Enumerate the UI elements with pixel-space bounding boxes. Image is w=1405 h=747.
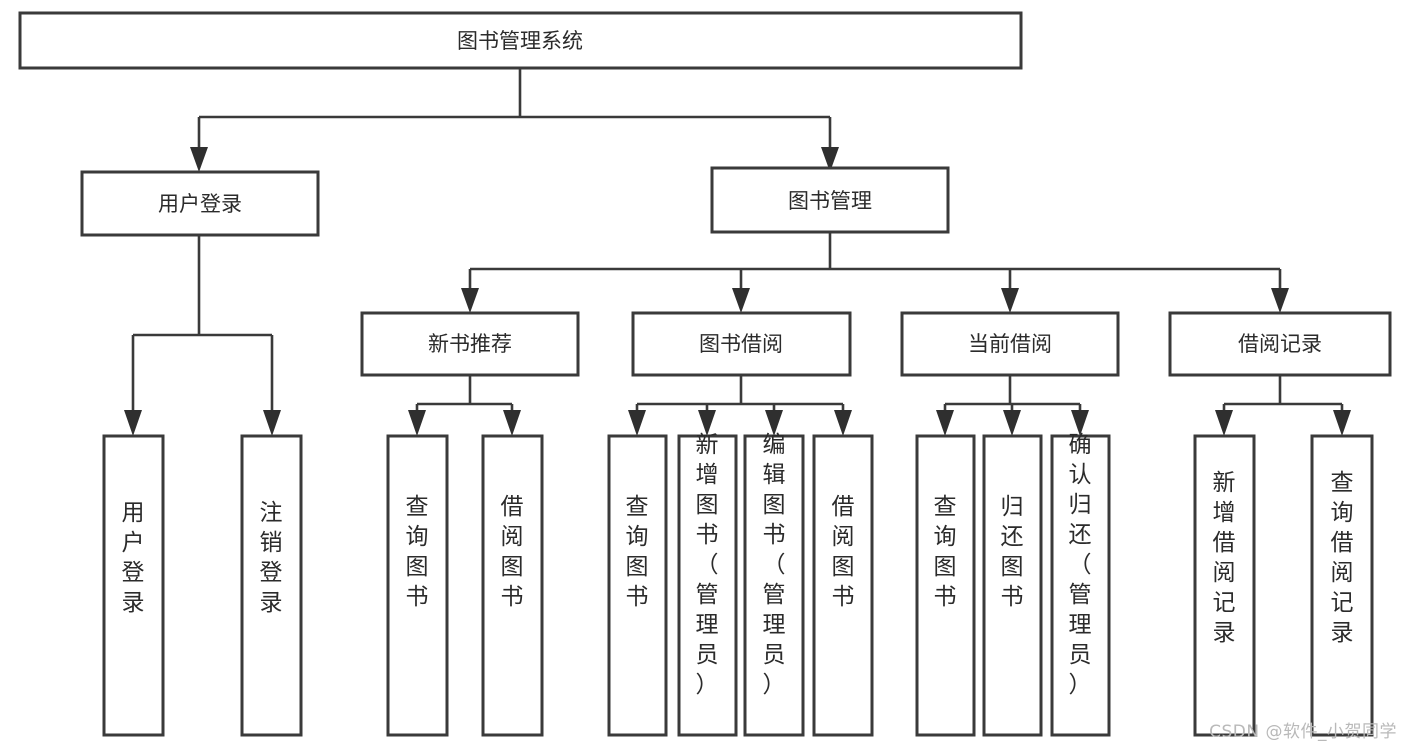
arrow-head-user-login xyxy=(190,147,208,172)
leaf-book-borrow-add[interactable]: 新增图书（管理员） xyxy=(677,432,738,737)
connector-layer xyxy=(124,68,1351,436)
arrow-head-current-borrow xyxy=(1001,288,1019,313)
leaf-user-login-logout-label: 注销登录 xyxy=(260,500,283,616)
csdn-watermark: CSDN @软件_小贺同学 xyxy=(1209,722,1397,742)
node-user-login-label: 用户登录 xyxy=(158,192,242,216)
leaf-book-borrow-edit[interactable]: 编辑图书（管理员） xyxy=(743,432,805,737)
leaf-current-borrow-query-box[interactable] xyxy=(915,434,976,737)
arrow-head-book-manage xyxy=(821,147,839,172)
arrow-head-leaf-user-login xyxy=(124,410,142,436)
arrow-head-cb-leaf-1 xyxy=(936,410,954,436)
leaf-user-login-login-label: 用户登录 xyxy=(122,500,145,616)
arrow-head-bb-leaf-1 xyxy=(628,410,646,436)
arrow-head-book-borrow xyxy=(732,288,750,313)
node-root-system-box[interactable] xyxy=(18,11,1023,70)
node-book-borrow-box[interactable] xyxy=(631,311,852,377)
leaf-current-borrow-confirm[interactable]: 确认归还（管理员） xyxy=(1050,432,1111,737)
node-new-book-recommend-box[interactable] xyxy=(360,311,580,377)
leaf-book-borrow-add-label: 新增图书（管理员） xyxy=(696,432,719,698)
leaf-book-borrow-query-label: 查询图书 xyxy=(626,494,649,610)
arrow-head-borrow-record xyxy=(1271,288,1289,313)
leaf-book-borrow-borrow-box[interactable] xyxy=(812,434,874,737)
arrow-head-bb-leaf-2 xyxy=(698,410,716,436)
node-current-borrow[interactable]: 当前借阅 xyxy=(900,311,1120,377)
node-borrow-record[interactable]: 借阅记录 xyxy=(1168,311,1392,377)
leaf-new-book-query[interactable]: 查询图书 xyxy=(386,434,449,737)
node-book-management-box[interactable] xyxy=(710,166,950,234)
node-borrow-record-box[interactable] xyxy=(1168,311,1392,377)
leaf-book-borrow-query[interactable]: 查询图书 xyxy=(607,434,668,737)
node-book-management-label: 图书管理 xyxy=(788,189,872,213)
node-borrow-record-label: 借阅记录 xyxy=(1238,332,1322,356)
arrow-head-bb-leaf-3 xyxy=(765,410,783,436)
leaf-book-borrow-borrow[interactable]: 借阅图书 xyxy=(812,434,874,737)
leaf-book-borrow-add-box[interactable] xyxy=(677,434,738,737)
leaf-current-borrow-confirm-label: 确认归还（管理员） xyxy=(1069,432,1092,698)
leaf-borrow-record-add[interactable]: 新增借阅记录 xyxy=(1193,434,1256,737)
arrow-head-leaf-logout xyxy=(263,410,281,436)
node-user-login-box[interactable] xyxy=(80,170,320,237)
leaf-current-borrow-query[interactable]: 查询图书 xyxy=(915,434,976,737)
node-root-system[interactable]: 图书管理系统 xyxy=(18,11,1023,70)
node-book-borrow-label: 图书借阅 xyxy=(699,332,783,356)
node-current-borrow-label: 当前借阅 xyxy=(968,332,1052,356)
node-user-login[interactable]: 用户登录 xyxy=(80,170,320,237)
arrow-head-new-book xyxy=(461,288,479,313)
node-current-borrow-box[interactable] xyxy=(900,311,1120,377)
leaf-borrow-record-query-label: 查询借阅记录 xyxy=(1331,470,1354,646)
leaf-user-login-login[interactable]: 用户登录 xyxy=(102,434,165,737)
leaf-borrow-record-query[interactable]: 查询借阅记录 xyxy=(1310,434,1374,737)
leaf-borrow-record-add-label: 新增借阅记录 xyxy=(1213,470,1236,646)
arrow-head-bb-leaf-4 xyxy=(834,410,852,436)
leaf-new-book-borrow-box[interactable] xyxy=(481,434,544,737)
leaf-new-book-query-label: 查询图书 xyxy=(406,494,429,610)
leaf-book-borrow-edit-box[interactable] xyxy=(743,434,805,737)
arrow-head-nb-leaf-1 xyxy=(408,410,426,436)
leaf-current-borrow-return-box[interactable] xyxy=(982,434,1043,737)
leaf-current-borrow-return-label: 归还图书 xyxy=(1001,494,1024,610)
leaf-new-book-borrow[interactable]: 借阅图书 xyxy=(481,434,544,737)
leaf-borrow-record-query-box[interactable] xyxy=(1310,434,1374,737)
leaf-borrow-record-add-box[interactable] xyxy=(1193,434,1256,737)
leaf-user-login-login-box[interactable] xyxy=(102,434,165,737)
node-book-management[interactable]: 图书管理 xyxy=(710,166,950,234)
arrow-head-br-leaf-2 xyxy=(1333,410,1351,436)
leaf-current-borrow-query-label: 查询图书 xyxy=(934,494,957,610)
arrow-head-cb-leaf-2 xyxy=(1003,410,1021,436)
leaf-new-book-query-box[interactable] xyxy=(386,434,449,737)
leaf-current-borrow-return[interactable]: 归还图书 xyxy=(982,434,1043,737)
leaf-new-book-borrow-label: 借阅图书 xyxy=(501,494,524,610)
leaf-user-login-logout-box[interactable] xyxy=(240,434,303,737)
leaf-book-borrow-edit-label: 编辑图书（管理员） xyxy=(763,432,786,698)
arrow-head-br-leaf-1 xyxy=(1215,410,1233,436)
arrow-head-cb-leaf-3 xyxy=(1071,410,1089,436)
arrow-head-nb-leaf-2 xyxy=(503,410,521,436)
node-new-book-recommend[interactable]: 新书推荐 xyxy=(360,311,580,377)
node-root-system-label: 图书管理系统 xyxy=(457,29,583,53)
leaf-book-borrow-query-box[interactable] xyxy=(607,434,668,737)
leaf-user-login-logout[interactable]: 注销登录 xyxy=(240,434,303,737)
leaf-current-borrow-confirm-box[interactable] xyxy=(1050,434,1111,737)
leaf-book-borrow-borrow-label: 借阅图书 xyxy=(832,494,855,610)
node-book-borrow[interactable]: 图书借阅 xyxy=(631,311,852,377)
node-new-book-recommend-label: 新书推荐 xyxy=(428,332,512,356)
